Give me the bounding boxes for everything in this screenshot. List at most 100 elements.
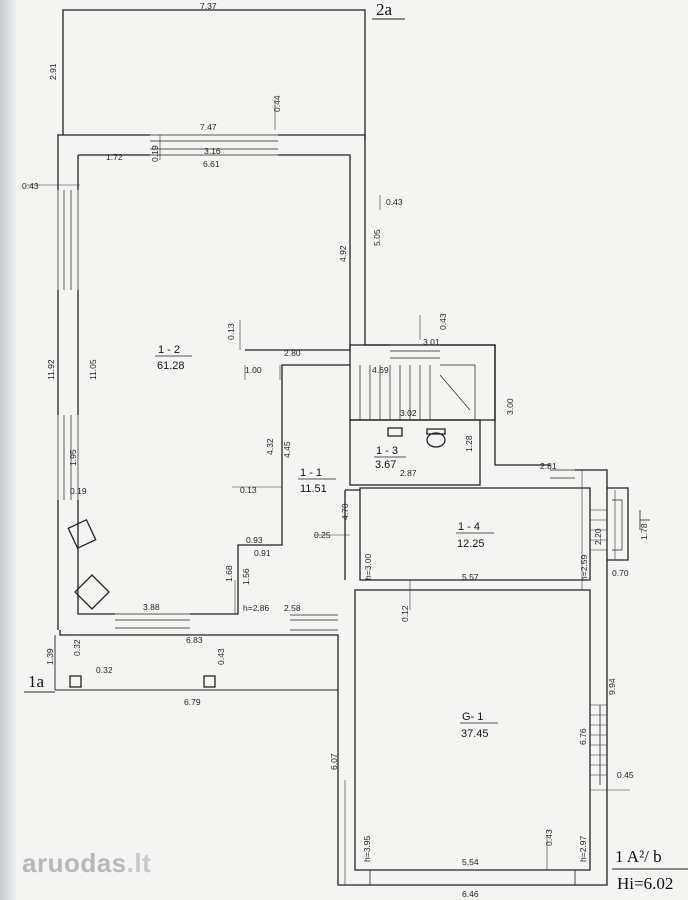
dim-747: 7.47: [200, 122, 217, 132]
dim-683: 6.83: [186, 635, 203, 645]
dim-043e: 0.43: [544, 829, 554, 846]
room-g-1-area: 37.45: [461, 728, 489, 740]
dim-178: 1.78: [639, 523, 649, 540]
dim-281: 2.81: [540, 461, 557, 471]
dimension-lines: [27, 100, 630, 885]
column-right: [203, 675, 216, 688]
outer-wall: [57, 134, 608, 886]
room-g-1-code: G- 1: [462, 711, 483, 723]
toilet-tank-icon: [426, 428, 446, 435]
dim-300: 3.00: [505, 398, 515, 415]
room-1-4-window-top: [550, 469, 575, 489]
dim-043d: 0.43: [216, 648, 226, 665]
dim-607: 6.07: [329, 753, 339, 770]
sheet-reference: 1 A²/ b: [615, 847, 662, 866]
room-1-3-area: 3.67: [375, 459, 396, 471]
dim-043a: 0.43: [22, 181, 39, 191]
room-1-4-window-side: [590, 509, 607, 551]
room-1-2-area: 61.28: [157, 360, 185, 372]
dim-h297: h=2.97: [578, 835, 588, 862]
dim-258: 2.58: [284, 603, 301, 613]
dim-h395: h=3.95: [362, 835, 372, 862]
dim-013b: 0.13: [240, 485, 257, 495]
dim-032a: 0.32: [72, 639, 82, 656]
sink-icon: [387, 427, 403, 437]
dim-156: 1.56: [241, 568, 251, 585]
dim-301: 3.01: [423, 337, 440, 347]
bottom-window: [115, 613, 190, 636]
dim-505: 5.05: [372, 229, 382, 246]
top-window: [150, 134, 278, 156]
dim-195: 1.95: [68, 449, 78, 466]
left-window-upper: [57, 190, 79, 290]
dim-h286: h=2.86: [243, 603, 270, 613]
label-2a: 2a: [376, 0, 393, 19]
room-1-4-walls: [359, 487, 591, 581]
room-1-4-area: 12.25: [457, 538, 485, 550]
stove-icon: [67, 518, 97, 550]
dim-445: 4.45: [282, 441, 292, 458]
dim-172: 1.72: [106, 152, 123, 162]
dim-470: 4.70: [340, 503, 350, 520]
dim-492: 4.92: [338, 245, 348, 262]
dim-139: 1.39: [45, 648, 55, 665]
dim-994: 9.94: [607, 678, 617, 695]
dim-737: 7.37: [200, 1, 217, 11]
dim-019a: 0.19: [150, 145, 160, 162]
left-window-lower: [57, 415, 79, 500]
dim-044: 0.44: [272, 95, 282, 112]
dim-469: 4.69: [372, 365, 389, 375]
scan-edge-shadow: [0, 0, 16, 900]
terrace-outline: [54, 635, 338, 691]
dim-1192: 11.92: [46, 359, 56, 380]
room-1-1-code: 1 - 1: [300, 467, 322, 479]
upper-projection-outline: [62, 9, 366, 140]
side-porch: [607, 487, 629, 561]
dim-070: 0.70: [612, 568, 629, 578]
dim-093: 0.93: [246, 535, 263, 545]
dim-679: 6.79: [184, 697, 201, 707]
stair-window: [390, 344, 440, 359]
dim-043c: 0.43: [438, 313, 448, 330]
watermark-domain: .lt: [126, 848, 152, 878]
dim-032b: 0.32: [96, 665, 113, 675]
dim-388: 3.88: [143, 602, 160, 612]
dim-025: 0.25: [314, 530, 331, 540]
stair-landing: [439, 364, 476, 420]
dim-012: 0.12: [400, 605, 410, 622]
room-1-1-area: 11.51: [300, 483, 327, 495]
dim-432: 4.32: [265, 438, 275, 455]
dim-316: 3.16: [204, 146, 221, 156]
watermark-logo: aruodas.lt: [22, 848, 151, 879]
dim-676: 6.76: [578, 728, 588, 745]
dim-220: 2.20: [593, 528, 603, 545]
bottom-door: [290, 614, 338, 631]
watermark-brand: aruodas: [22, 848, 127, 878]
dim-661: 6.61: [203, 159, 220, 169]
garage-door-jambs: [369, 870, 576, 885]
wc-room: [349, 419, 481, 486]
label-1a: 1a: [28, 672, 45, 691]
dim-168: 1.68: [224, 565, 234, 582]
stair-steps: [359, 365, 431, 420]
dim-h300: h=3.00: [363, 553, 373, 580]
dim-287: 2.87: [400, 468, 417, 478]
dim-1105: 11.05: [88, 359, 98, 380]
dim-h259: h=2.59: [579, 554, 589, 581]
room-1-3-code: 1 - 3: [376, 445, 398, 457]
garage-walls: [354, 589, 591, 871]
garage-side-window: [590, 704, 607, 776]
dim-045: 0.45: [617, 770, 634, 780]
room-1-4-code: 1 - 4: [458, 521, 480, 533]
dim-646: 6.46: [462, 889, 479, 899]
dim-128: 1.28: [464, 435, 474, 452]
dim-091: 0.91: [254, 548, 271, 558]
inner-wall: [77, 154, 351, 615]
toilet-icon: [426, 432, 446, 448]
column-left: [69, 675, 82, 688]
dim-557: 5.57: [462, 572, 479, 582]
dim-302: 3.02: [400, 408, 417, 418]
fireplace-icon: [74, 574, 110, 610]
dim-019b: 0.19: [70, 486, 87, 496]
